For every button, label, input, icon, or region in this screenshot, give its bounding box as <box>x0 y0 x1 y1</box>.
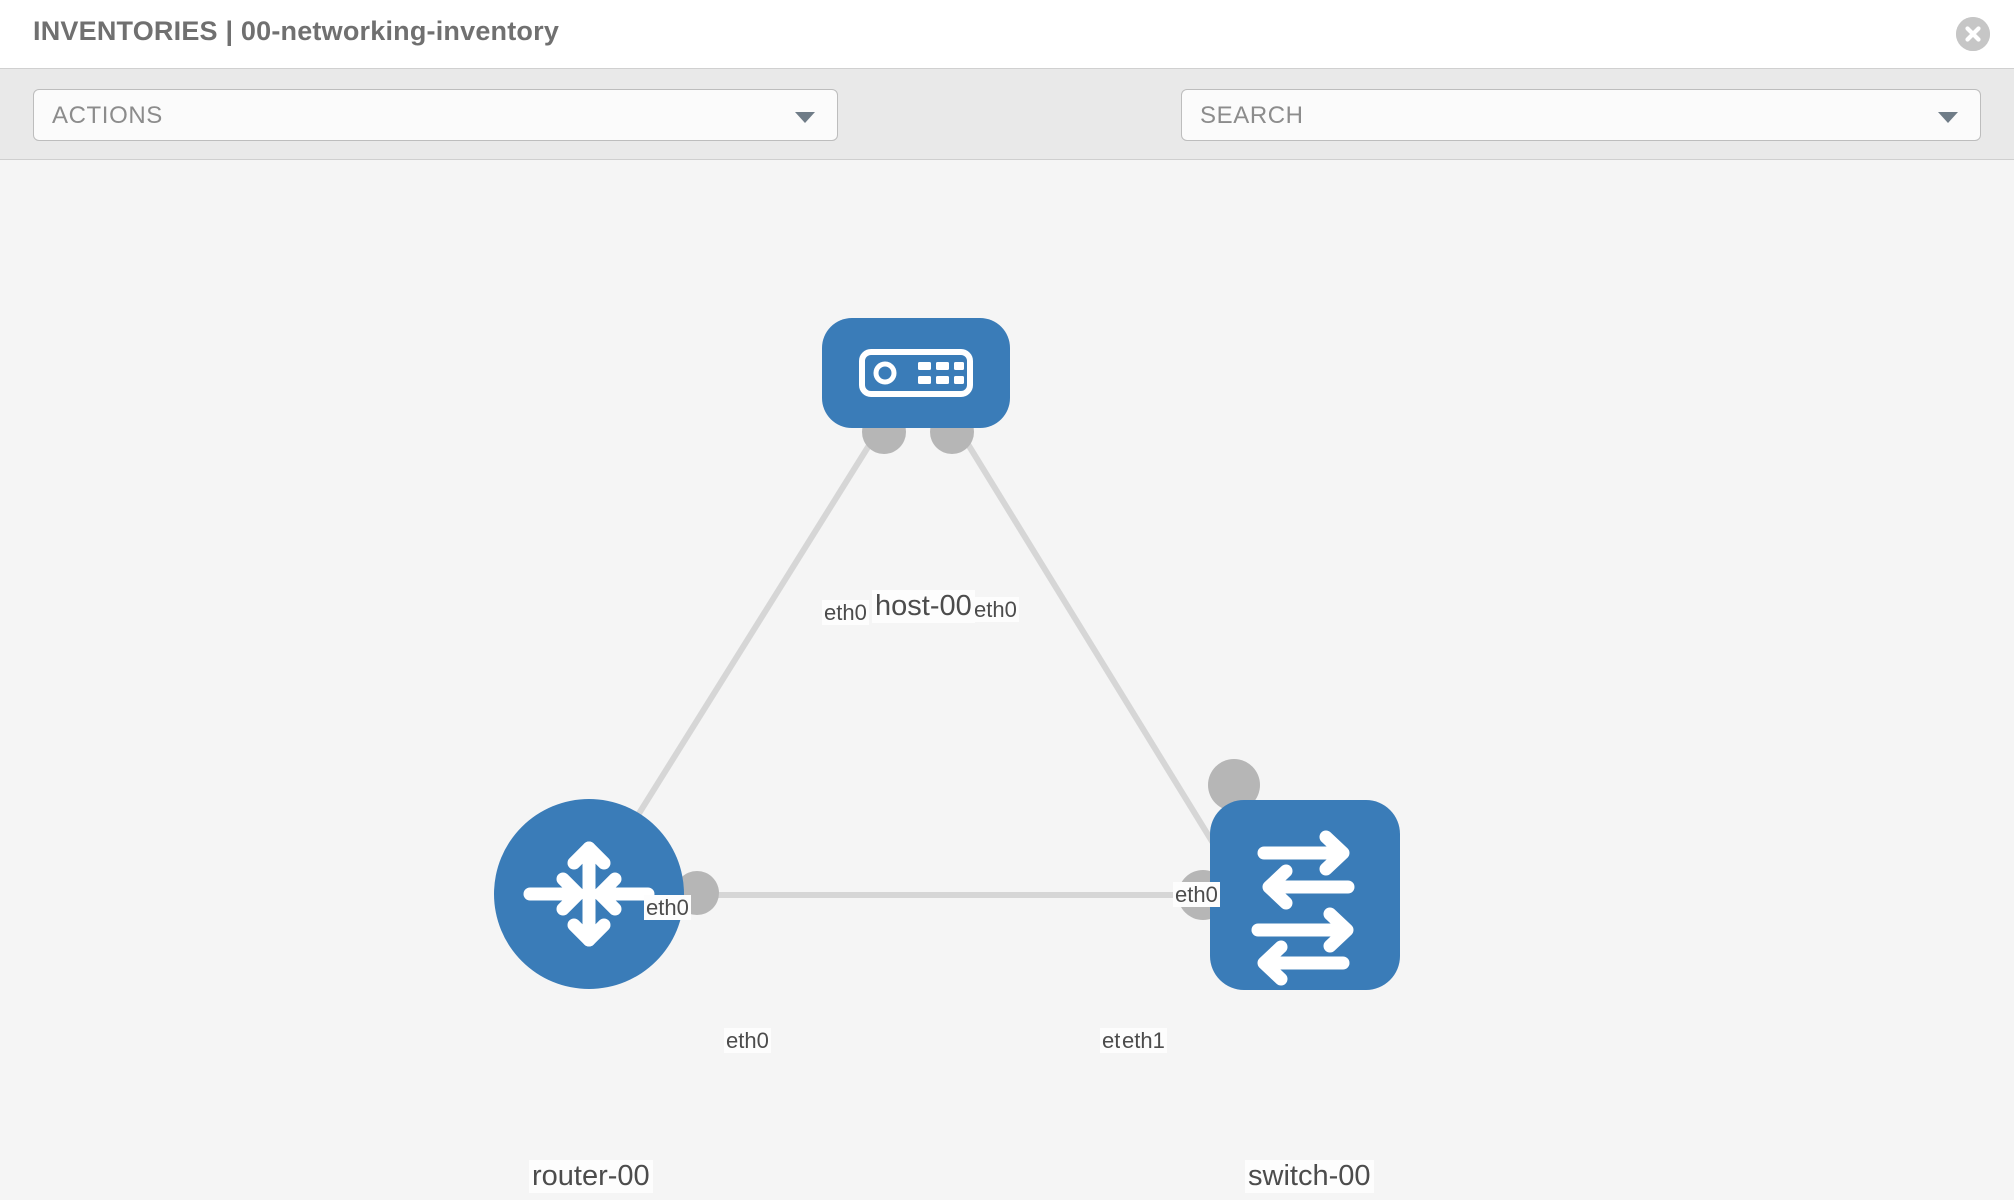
topology-canvas[interactable]: eth0 eth0 eth0 eth0 eth0 eth0 eth1 host-… <box>0 160 2014 1200</box>
edge-label: eth0 <box>822 600 869 626</box>
node-ports <box>675 410 1260 920</box>
chevron-down-icon <box>1938 112 1958 123</box>
page-header: INVENTORIES | 00-networking-inventory <box>0 0 2014 69</box>
actions-dropdown[interactable]: ACTIONS <box>33 89 838 141</box>
close-icon[interactable] <box>1956 17 1990 51</box>
node-switch-00[interactable] <box>1210 800 1400 990</box>
actions-dropdown-label: ACTIONS <box>52 102 163 129</box>
edge-label: eth0 <box>972 597 1019 623</box>
toolbar: ACTIONS SEARCH <box>0 69 2014 198</box>
edge-host00-switch00 <box>947 413 1248 897</box>
edge-label: eth0 <box>1173 882 1220 908</box>
search-input[interactable]: SEARCH <box>1181 89 1981 141</box>
node-label-router-00[interactable]: router-00 <box>529 1160 653 1194</box>
port-switch00-eth0 <box>1208 759 1260 811</box>
page-title: INVENTORIES | 00-networking-inventory <box>33 16 560 46</box>
edge-lines <box>585 413 1248 898</box>
edge-label: eth0 <box>724 1028 771 1054</box>
node-host-00[interactable] <box>822 318 1010 428</box>
node-label-host-00[interactable]: host-00 <box>872 590 975 624</box>
edge-label: eth1 <box>1120 1028 1167 1054</box>
search-placeholder: SEARCH <box>1200 102 1304 129</box>
node-label-switch-00[interactable]: switch-00 <box>1245 1160 1374 1194</box>
topology-graph <box>494 318 1400 990</box>
chevron-down-icon <box>795 112 815 123</box>
edge-label: eth0 <box>644 895 691 921</box>
node-router-00[interactable] <box>494 799 684 989</box>
